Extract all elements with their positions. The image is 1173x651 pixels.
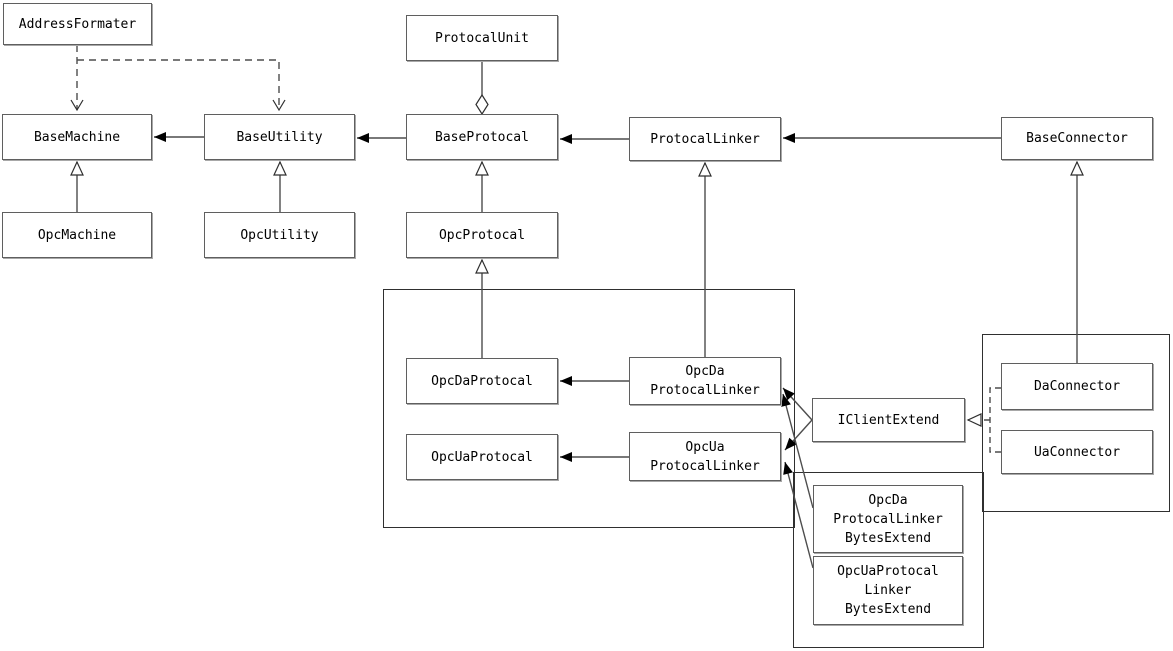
class-opc-utility: OpcUtility [204,212,355,258]
class-base-protocal: BaseProtocal [406,114,558,160]
class-address-formater: AddressFormater [3,3,152,45]
class-opc-ua-protocal: OpcUaProtocal [406,434,558,480]
class-opc-da-protocal: OpcDaProtocal [406,358,558,404]
class-opc-da-protocal-linker: OpcDa ProtocalLinker [629,357,781,405]
class-base-connector: BaseConnector [1001,117,1153,160]
edge-association-iclientextend-opcuaprotocallinker [784,419,813,451]
class-protocal-linker: ProtocalLinker [629,117,781,161]
group-connectors [982,334,1170,512]
group-bytes-extend [793,472,984,648]
edge-association-iclientextend-opcdaprotocallinker [782,387,813,421]
class-opc-ua-protocal-linker: OpcUa ProtocalLinker [629,432,781,481]
class-protocal-unit: ProtocalUnit [406,15,558,61]
class-opc-protocal: OpcProtocal [406,212,558,258]
class-da-connector: DaConnector [1001,363,1153,410]
edge-realization-connectors-rail [989,387,1001,453]
class-ua-connector: UaConnector [1001,430,1153,474]
class-opc-da-protocal-linker-bytes-extend: OpcDa ProtocalLinker BytesExtend [813,485,963,553]
edge-association-opcuabytesextend-opcuaprotocallinker [783,461,814,569]
aggregation-diamond [475,93,489,116]
class-base-utility: BaseUtility [204,114,355,160]
class-base-machine: BaseMachine [2,114,152,160]
group-opc-protocol-implementations [383,289,795,528]
edge-dependency-addressformater-baseutility [77,59,286,112]
class-opc-ua-protocal-linker-bytes-extend: OpcUaProtocal Linker BytesExtend [813,556,963,625]
interface-iclient-extend: IClientExtend [812,398,965,442]
class-opc-machine: OpcMachine [2,212,152,258]
edge-association-opcdabytesextend-opcdaprotocallinker [781,393,814,509]
